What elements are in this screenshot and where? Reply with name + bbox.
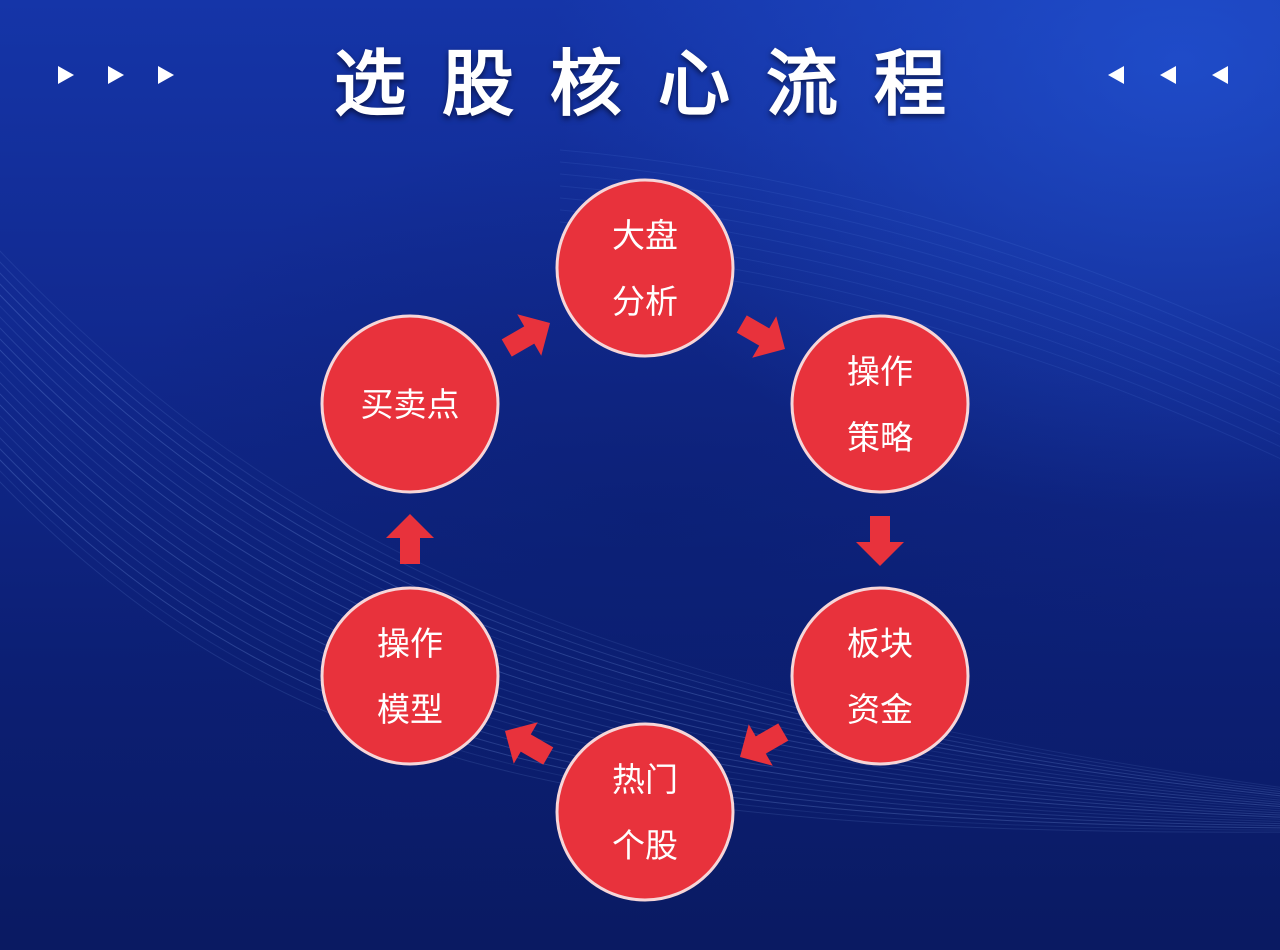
flow-node-label: 操作 <box>377 624 443 663</box>
flow-node-circle <box>320 314 500 494</box>
flow-node-circle <box>555 722 735 902</box>
wave-line <box>0 272 1280 792</box>
wave-line <box>0 261 1280 790</box>
title-bar: 选股核心流程 <box>0 22 1280 132</box>
flow-node-label: 资金 <box>847 690 913 729</box>
flow-node-label: 大盘 <box>612 216 678 255</box>
flow-node-label: 个股 <box>612 826 678 865</box>
triangle-right-icon <box>58 66 74 84</box>
wave-line <box>0 470 1280 831</box>
flow-node-label: 板块 <box>847 624 913 663</box>
flow-node-label: 分析 <box>612 282 678 321</box>
flow-node-circle <box>320 586 500 766</box>
wave-line <box>0 250 1280 788</box>
flow-node-label: 模型 <box>377 690 443 729</box>
flow-node-buy-sell-points: 买卖点 <box>320 314 500 494</box>
triangle-left-icon <box>1160 66 1176 84</box>
flow-arrow-icon <box>504 722 554 765</box>
flow-node-circle <box>555 178 735 358</box>
flow-node-label: 热门 <box>612 760 678 799</box>
flow-arrow-icon <box>856 516 904 566</box>
flow-arrow-icon <box>501 314 551 357</box>
flow-node-label: 策略 <box>847 418 913 457</box>
flow-arrow-icon <box>739 723 789 766</box>
flow-node-circle <box>790 586 970 766</box>
flow-node-label: 操作 <box>847 352 913 391</box>
wave-line <box>559 161 1280 364</box>
triangle-left-icon <box>1108 66 1124 84</box>
flow-node-circle <box>790 314 970 494</box>
wave-line <box>559 149 1280 352</box>
flow-node-label: 买卖点 <box>361 385 460 424</box>
page-title: 选股核心流程 <box>333 41 982 126</box>
wave-line <box>0 481 1280 833</box>
triangle-right-icon <box>158 66 174 84</box>
triangle-left-icon <box>1212 66 1228 84</box>
triangle-right-icon <box>108 66 124 84</box>
flow-arrow-icon <box>386 514 434 564</box>
flow-arrow-icon <box>736 315 786 358</box>
